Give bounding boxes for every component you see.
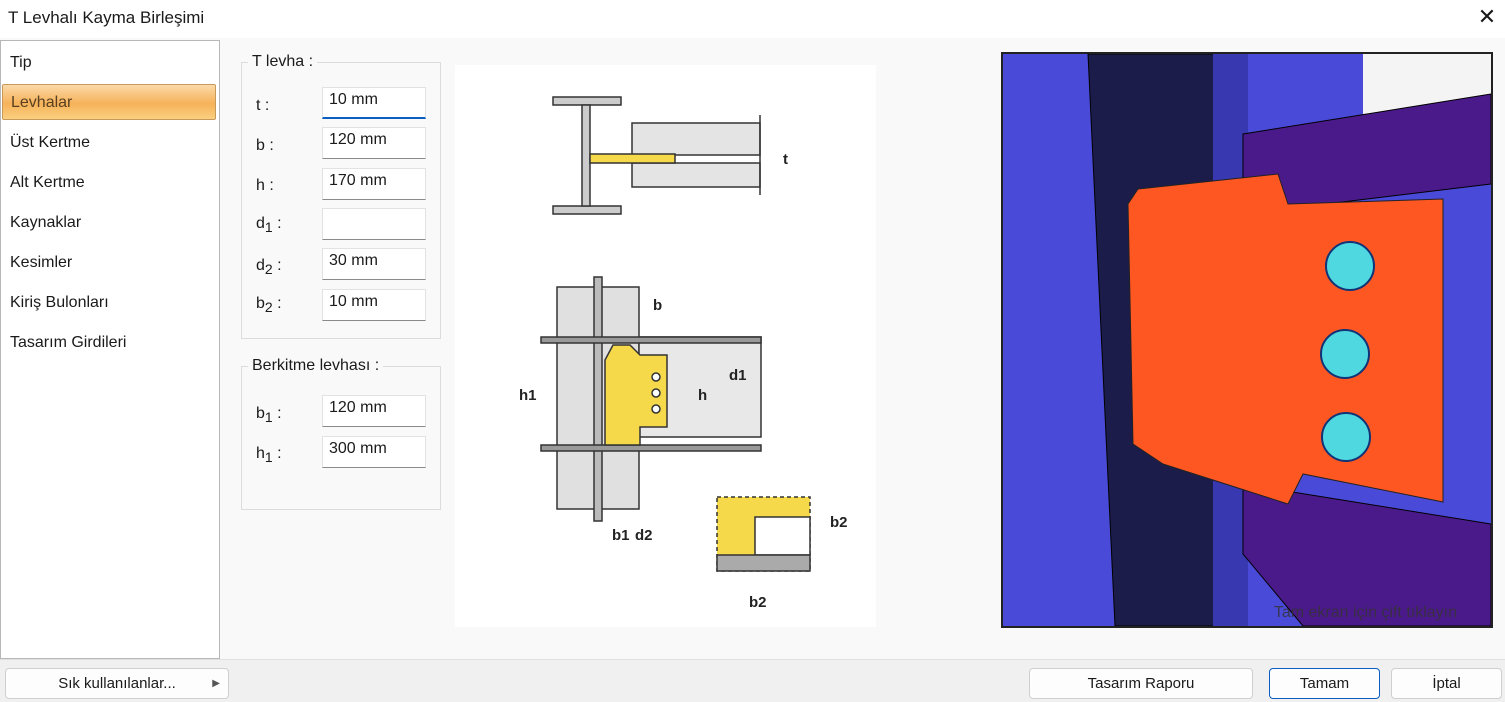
label-b2-right: b2 bbox=[830, 514, 848, 531]
nav-item-tip[interactable]: Tip bbox=[10, 54, 32, 71]
label-d1: d1 bbox=[729, 367, 747, 384]
group-title: Berkitme levhası : bbox=[248, 357, 384, 375]
nav-item-kaynaklar[interactable]: Kaynaklar bbox=[10, 214, 82, 231]
label-h: h bbox=[698, 387, 707, 404]
3d-view[interactable]: Tam ekran için çift tıklayın bbox=[1001, 52, 1493, 628]
bolt-icon bbox=[1320, 241, 1375, 462]
h1-label: h1 : bbox=[256, 445, 282, 466]
d1-input[interactable] bbox=[322, 208, 426, 240]
ok-button[interactable]: Tamam bbox=[1269, 668, 1380, 699]
window-title: T Levhalı Kayma Birleşimi bbox=[8, 8, 205, 27]
favorites-label: Sık kullanılanlar... bbox=[58, 675, 176, 692]
nav-item-levhalar[interactable]: Levhalar bbox=[2, 84, 216, 120]
nav-item-tasarim-girdileri[interactable]: Tasarım Girdileri bbox=[10, 334, 127, 351]
b-label: b : bbox=[256, 137, 274, 154]
h-input[interactable]: 170 mm bbox=[322, 168, 426, 200]
title-bar: T Levhalı Kayma Birleşimi ✕ bbox=[0, 0, 1505, 38]
nav-item-kesimler[interactable]: Kesimler bbox=[10, 254, 73, 271]
b-input[interactable]: 120 mm bbox=[322, 127, 426, 159]
footer-bar: Sık kullanılanlar... ▶ Tasarım Raporu Tam… bbox=[0, 659, 1505, 702]
d2-input[interactable]: 30 mm bbox=[322, 248, 426, 280]
chevron-right-icon: ▶ bbox=[212, 678, 220, 689]
nav-item-ust-kertme[interactable]: Üst Kertme bbox=[10, 134, 91, 151]
berkitme-group: Berkitme levhası : b1 : 120 mm h1 : 300 … bbox=[241, 357, 441, 510]
h1-input[interactable]: 300 mm bbox=[322, 436, 426, 468]
b2-input[interactable]: 10 mm bbox=[322, 289, 426, 321]
nav-item-kiris-bulonlari[interactable]: Kiriş Bulonları bbox=[10, 294, 109, 311]
b1-label: b1 : bbox=[256, 405, 282, 426]
label-b2-bottom: b2 bbox=[749, 594, 767, 611]
close-icon[interactable]: ✕ bbox=[1477, 4, 1497, 29]
label-t: t bbox=[783, 151, 788, 168]
category-list: Tip Levhalar Üst Kertme Alt Kertme Kayna… bbox=[0, 40, 220, 659]
b1-input[interactable]: 120 mm bbox=[322, 395, 426, 427]
connection-diagram: t h1 b h d1 b1 d2 b2 b2 bbox=[455, 65, 876, 627]
cancel-button[interactable]: İptal bbox=[1391, 668, 1502, 699]
label-b: b bbox=[653, 297, 662, 314]
h-label: h : bbox=[256, 177, 274, 194]
b2-label: b2 : bbox=[256, 295, 282, 316]
nav-item-alt-kertme[interactable]: Alt Kertme bbox=[10, 174, 85, 191]
t-label: t : bbox=[256, 97, 270, 114]
label-b1: b1 bbox=[612, 527, 630, 544]
d1-label: d1 : bbox=[256, 215, 282, 236]
d2-label: d2 : bbox=[256, 257, 282, 278]
label-h1: h1 bbox=[519, 387, 537, 404]
design-report-button[interactable]: Tasarım Raporu bbox=[1029, 668, 1253, 699]
t-input[interactable]: 10 mm bbox=[322, 87, 426, 119]
favorites-button[interactable]: Sık kullanılanlar... ▶ bbox=[5, 668, 229, 699]
t-levha-group: T levha : t : 10 mm b : 120 mm h : 170 m… bbox=[241, 53, 441, 339]
group-title: T levha : bbox=[248, 53, 318, 71]
fullscreen-hint: Tam ekran için çift tıklayın bbox=[1273, 604, 1457, 621]
label-d2: d2 bbox=[635, 527, 653, 544]
